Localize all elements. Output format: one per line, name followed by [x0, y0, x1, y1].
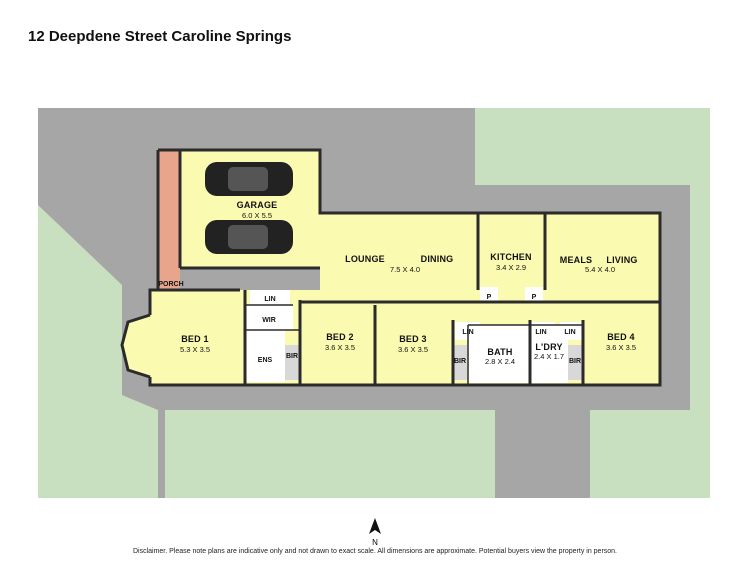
- car-icon: [205, 220, 293, 254]
- lin1-room: [250, 290, 290, 305]
- bir3-room: [568, 345, 583, 380]
- ldry-label: L'DRY: [535, 342, 562, 352]
- lawn-right-strip: [690, 185, 710, 410]
- lin3-label: LIN: [535, 329, 546, 336]
- ens-label: ENS: [258, 357, 273, 364]
- bir3-label: BIR: [569, 358, 581, 365]
- dining-label: DINING: [421, 254, 454, 264]
- page-title: 12 Deepdene Street Caroline Springs: [28, 28, 292, 45]
- pantry1-label: P: [487, 294, 492, 301]
- pantry2-label: P: [532, 294, 537, 301]
- garage-dims: 6.0 X 5.5: [242, 211, 272, 220]
- bed1-dims: 5.3 X 3.5: [180, 345, 210, 354]
- disclaimer-text: Disclaimer. Please note plans are indica…: [132, 548, 618, 555]
- bed3-dims: 3.6 X 3.5: [398, 345, 428, 354]
- front-path: [158, 385, 198, 410]
- kitchen-label: KITCHEN: [490, 252, 531, 262]
- walls: [120, 148, 662, 387]
- bed1-label: BED 1: [181, 334, 209, 344]
- bed2-dims: 3.6 X 3.5: [325, 343, 355, 352]
- ldry-dims: 2.4 X 1.7: [534, 352, 564, 361]
- pantry2-box: [525, 287, 543, 303]
- lin3-room: [530, 322, 555, 340]
- lawn-bottom-center: [165, 410, 495, 498]
- bed4-label: BED 4: [607, 332, 635, 342]
- living-wing: [320, 213, 660, 301]
- car-icon: [205, 162, 293, 196]
- lin4-label: LIN: [564, 329, 575, 336]
- bir1-label: BIR: [286, 353, 298, 360]
- bed2-label: BED 2: [326, 332, 354, 342]
- dining-dims: 7.5 X 4.0: [390, 265, 420, 274]
- bir2-room: [452, 345, 467, 380]
- wir-label: WIR: [262, 317, 276, 324]
- bed4-dims: 3.6 X 3.5: [606, 343, 636, 352]
- living-label: LIVING: [606, 255, 637, 265]
- north-label: N: [372, 538, 378, 547]
- living-dims: 5.4 X 4.0: [585, 265, 615, 274]
- porch-area: [158, 150, 180, 300]
- bath-label: BATH: [487, 347, 512, 357]
- lounge-label: LOUNGE: [345, 254, 385, 264]
- pantry1-box: [480, 287, 498, 303]
- kitchen-dims: 3.4 X 2.9: [496, 263, 526, 272]
- ens-room: [245, 330, 285, 382]
- bir1-room: [285, 345, 300, 380]
- meals-label: MEALS: [560, 255, 593, 265]
- lawn-top-right: [475, 108, 710, 185]
- bath-dims: 2.8 X 2.4: [485, 357, 515, 366]
- bed3-label: BED 3: [399, 334, 427, 344]
- garage-label: GARAGE: [237, 200, 278, 210]
- bir2-label: BIR: [454, 358, 466, 365]
- lin2-label: LIN: [462, 329, 473, 336]
- north-arrow-icon: N: [366, 518, 384, 548]
- lawn-bottom-right: [590, 410, 710, 498]
- lin4-room: [560, 322, 582, 340]
- lin1-label: LIN: [264, 296, 275, 303]
- interior-walls: [245, 304, 583, 385]
- porch-label: PORCH: [158, 281, 183, 288]
- lawn-left: [38, 205, 158, 498]
- wir-room: [245, 305, 293, 330]
- bay-window: [122, 315, 150, 377]
